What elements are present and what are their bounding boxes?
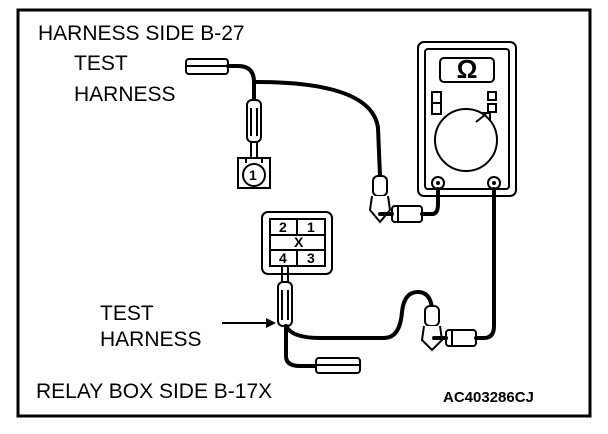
b17x-pin-4: 4 xyxy=(279,250,287,266)
bottom-harness-wire-b xyxy=(284,290,434,340)
lead2-clip xyxy=(424,305,440,327)
top-harness-probe xyxy=(246,99,262,143)
multimeter-dial xyxy=(434,108,498,172)
ohm-icon: Ω xyxy=(457,54,478,84)
test-harness-bottom-label-line2: HARNESS xyxy=(100,328,202,351)
connector-b27-pin-label: 1 xyxy=(249,167,257,183)
b17x-pin-x: X xyxy=(294,234,304,250)
relay-box-side-label: RELAY BOX SIDE B-17X xyxy=(36,380,272,403)
figure-code: AC403286CJ xyxy=(443,389,534,406)
figure-frame xyxy=(16,8,592,418)
connector-b17x: 2 1 X 4 3 xyxy=(261,211,333,275)
top-harness-wire-b xyxy=(252,80,382,178)
top-test-harness xyxy=(185,58,382,178)
meter-lead-1 xyxy=(368,175,440,224)
harness-side-label: HARNESS SIDE B-27 xyxy=(38,22,245,45)
b17x-pin-1: 1 xyxy=(307,219,315,235)
multimeter-display xyxy=(439,57,495,83)
multimeter: Ω xyxy=(417,41,517,197)
lead1-wire xyxy=(420,187,440,216)
bottom-harness-wire-a xyxy=(284,324,318,368)
meter-lead-2 xyxy=(420,187,496,352)
lead1-plug xyxy=(391,205,423,223)
b17x-pin-3: 3 xyxy=(307,250,315,266)
test-harness-top-label-line1: TEST xyxy=(74,52,128,75)
lead1-clip xyxy=(372,175,388,197)
bottom-harness-probe xyxy=(277,281,293,327)
bottom-test-harness xyxy=(222,266,434,374)
lead2-plug xyxy=(445,329,477,347)
connector-b27: 1 xyxy=(237,157,271,189)
test-harness-bottom-label-line1: TEST xyxy=(100,302,154,325)
lead2-wire xyxy=(474,187,496,340)
top-harness-wire-a xyxy=(236,64,256,102)
test-harness-top-label-line2: HARNESS xyxy=(74,83,176,106)
connector-b27-pin-circle xyxy=(242,163,266,187)
b17x-pin-2: 2 xyxy=(279,219,287,235)
